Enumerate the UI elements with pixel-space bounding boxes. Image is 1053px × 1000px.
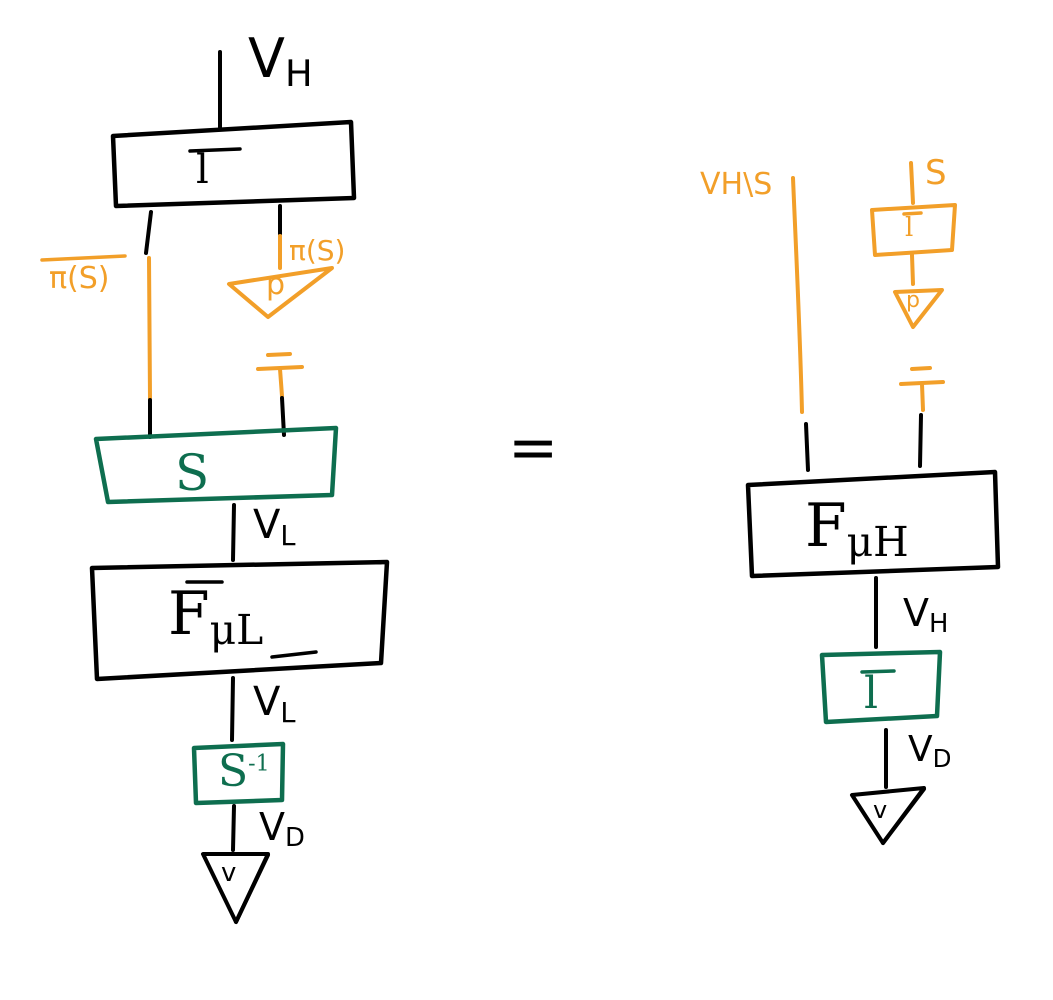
ground-bar-1 — [266, 352, 292, 357]
right-p-label: p — [906, 288, 920, 313]
f-box-left-subscript-tail — [270, 650, 318, 659]
v-effect-right-label: v — [873, 796, 888, 824]
right-vd-label-main: V — [908, 729, 933, 770]
f-box-left — [89, 559, 390, 682]
left-branch-wire-orange — [147, 256, 152, 400]
v-effect-left-label: v — [221, 858, 237, 888]
v-effect-right-tick — [881, 787, 926, 845]
f-box-left-label-sub: μL — [209, 606, 264, 655]
vl-label-2: VL — [253, 679, 296, 727]
vl-label-1-main: V — [253, 502, 281, 548]
f-box-left-label: FμL — [168, 584, 263, 651]
right-f-box-label: FμH — [805, 496, 909, 563]
vd-label-left-main: V — [259, 805, 285, 849]
right-green-box — [819, 649, 943, 725]
s-box-label: S — [175, 444, 210, 502]
left-diagram — [40, 50, 390, 924]
equals-sign: = — [508, 413, 559, 483]
right-p-triangle — [893, 288, 944, 329]
vh-label-main: V — [248, 27, 285, 90]
right-green-box-label: l — [864, 668, 879, 719]
right-long-wire-black — [804, 422, 810, 472]
right-ground-stem-orange — [920, 382, 925, 412]
s-inverse-label: S-1 — [218, 750, 270, 794]
top-box-label: l — [196, 147, 209, 193]
right-f-box-label-sub: μH — [846, 518, 909, 567]
right-vd-label-sub: D — [932, 744, 952, 774]
ground-stem-orange — [278, 367, 284, 398]
right-small-box-overbar — [902, 211, 923, 216]
p-effect-triangle — [227, 266, 334, 319]
right-vd-label: VD — [908, 729, 951, 771]
s-inverse-box — [191, 741, 286, 806]
vl-label-2-sub: L — [280, 697, 296, 729]
right-vh-label: VH — [903, 591, 948, 637]
left-top-box-overbar — [188, 147, 242, 153]
f-box-left-label-main: F — [168, 579, 210, 649]
v-effect-left-tick — [234, 853, 270, 924]
right-vh-label-sub: H — [929, 609, 949, 640]
right-vh-label-main: V — [903, 591, 929, 635]
right-ground-stem-black — [918, 413, 923, 468]
s-wire-label: S — [925, 153, 947, 193]
vd-label-left-sub: D — [285, 823, 305, 854]
vh-label-sub: H — [284, 52, 313, 96]
left-branch-wire-black-upper — [144, 210, 153, 255]
left-top-box — [110, 119, 357, 209]
left-orange-overbar — [40, 254, 127, 262]
right-long-wire-orange — [791, 176, 804, 414]
left-branch-label: π(S) — [49, 261, 110, 296]
vl-wire-2 — [230, 676, 235, 742]
vd-wire-left — [231, 804, 236, 852]
s-inverse-label-sup: -1 — [248, 751, 270, 777]
right-small-box — [870, 203, 957, 257]
s-box — [93, 425, 339, 505]
right-small-box-label: l — [905, 213, 914, 243]
vl-label-1: VL — [253, 502, 296, 550]
s-inverse-label-main: S — [218, 746, 249, 797]
right-ground-bar-1 — [910, 366, 932, 371]
vl-label-1-sub: L — [280, 520, 296, 552]
right-diagram — [745, 161, 1001, 845]
vh-label: VH — [248, 32, 313, 93]
right-green-box-overbar — [860, 669, 896, 674]
right-branch-label: π(S) — [289, 234, 346, 267]
p-effect-label: p — [266, 267, 286, 302]
right-s-wire — [909, 161, 915, 205]
vd-label-left: VD — [259, 805, 305, 851]
vl-wire-1 — [231, 503, 236, 562]
right-p-wire — [910, 253, 915, 286]
vh-minus-s-label: VH\S — [700, 167, 773, 202]
vl-label-2-main: V — [253, 679, 281, 725]
right-f-box-label-main: F — [805, 491, 847, 561]
right-f-box — [745, 469, 1001, 579]
